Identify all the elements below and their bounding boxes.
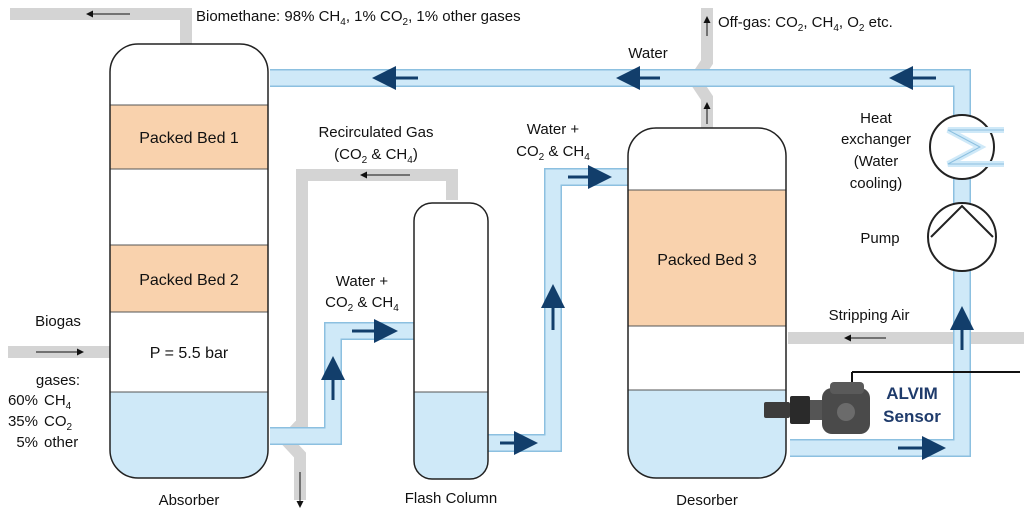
offgas-outlet-pipe [687,8,713,128]
desorber-column: Packed Bed 3 [627,127,787,479]
flash-column [413,202,489,480]
gas2-percent: 35% [8,413,38,430]
flash-water-level [414,392,488,479]
flash-to-desorber-pipe [488,169,628,451]
stripping-air-label: Stripping Air [829,307,910,324]
sensor-label-line1: ALVIM [886,384,938,403]
absorber-water-level [110,392,268,478]
gas3-percent: 5% [16,434,38,451]
absorber-column: Packed Bed 1 Packed Bed 2 P = 5.5 bar [109,43,269,479]
absorber-label: Absorber [159,492,220,509]
pressure-label: P = 5.5 bar [150,345,229,362]
water-co2-ch4-label-mid-line2: CO2 & CH4 [325,294,399,314]
pump-label: Pump [860,230,899,247]
gases-title: gases: [36,372,80,389]
absorber-to-flash-pipe [270,323,418,444]
heat-exchanger-icon [929,114,1004,180]
water-label: Water [628,45,667,62]
heat-exchanger-label-line2: exchanger [841,131,911,148]
water-flow-arrows [321,66,974,460]
packed-bed-3 [628,190,786,326]
offgas-label: Off-gas: CO2, CH4, O2 etc. [718,14,893,34]
flash-column-label: Flash Column [405,490,498,507]
packed-bed-1 [110,105,268,169]
biomethane-label: Biomethane: 98% CH4, 1% CO2, 1% other ga… [196,8,521,28]
gas3-name: other [44,434,78,451]
packed-bed-3-label: Packed Bed 3 [657,252,757,269]
sensor-label-line2: Sensor [883,407,941,426]
gas2-name: CO2 [44,413,73,433]
heat-exchanger-label-line1: Heat [860,110,893,127]
gas1-percent: 60% [8,392,38,409]
water-co2-ch4-label-mid-line1: Water + [336,273,389,290]
alvim-sensor-icon [764,371,1020,434]
heat-exchanger-label-line4: cooling) [850,175,903,192]
recirculated-gas-label-line1: Recirculated Gas [318,124,433,141]
biogas-label: Biogas [35,313,81,330]
packed-bed-2-label: Packed Bed 2 [139,272,239,289]
water-co2-ch4-label-top-line2: CO2 & CH4 [516,143,590,163]
desorber-water-level [628,390,786,478]
pump-icon [927,202,997,272]
gas1-name: CH4 [44,392,72,412]
water-co2-ch4-label-top-line1: Water + [527,121,580,138]
packed-bed-1-label: Packed Bed 1 [139,130,239,147]
biogas-composition: 60% CH4 35% CO2 5% other [8,392,78,451]
gas-flow-arrows [36,10,886,508]
heat-exchanger-label-line3: (Water [854,153,898,170]
packed-bed-2 [110,245,268,312]
biomethane-outlet-pipe [10,8,192,44]
absorber-to-flash-pipe-outline [270,322,418,445]
desorber-label: Desorber [676,492,738,509]
recirculated-gas-label-line2: (CO2 & CH4) [334,146,418,166]
